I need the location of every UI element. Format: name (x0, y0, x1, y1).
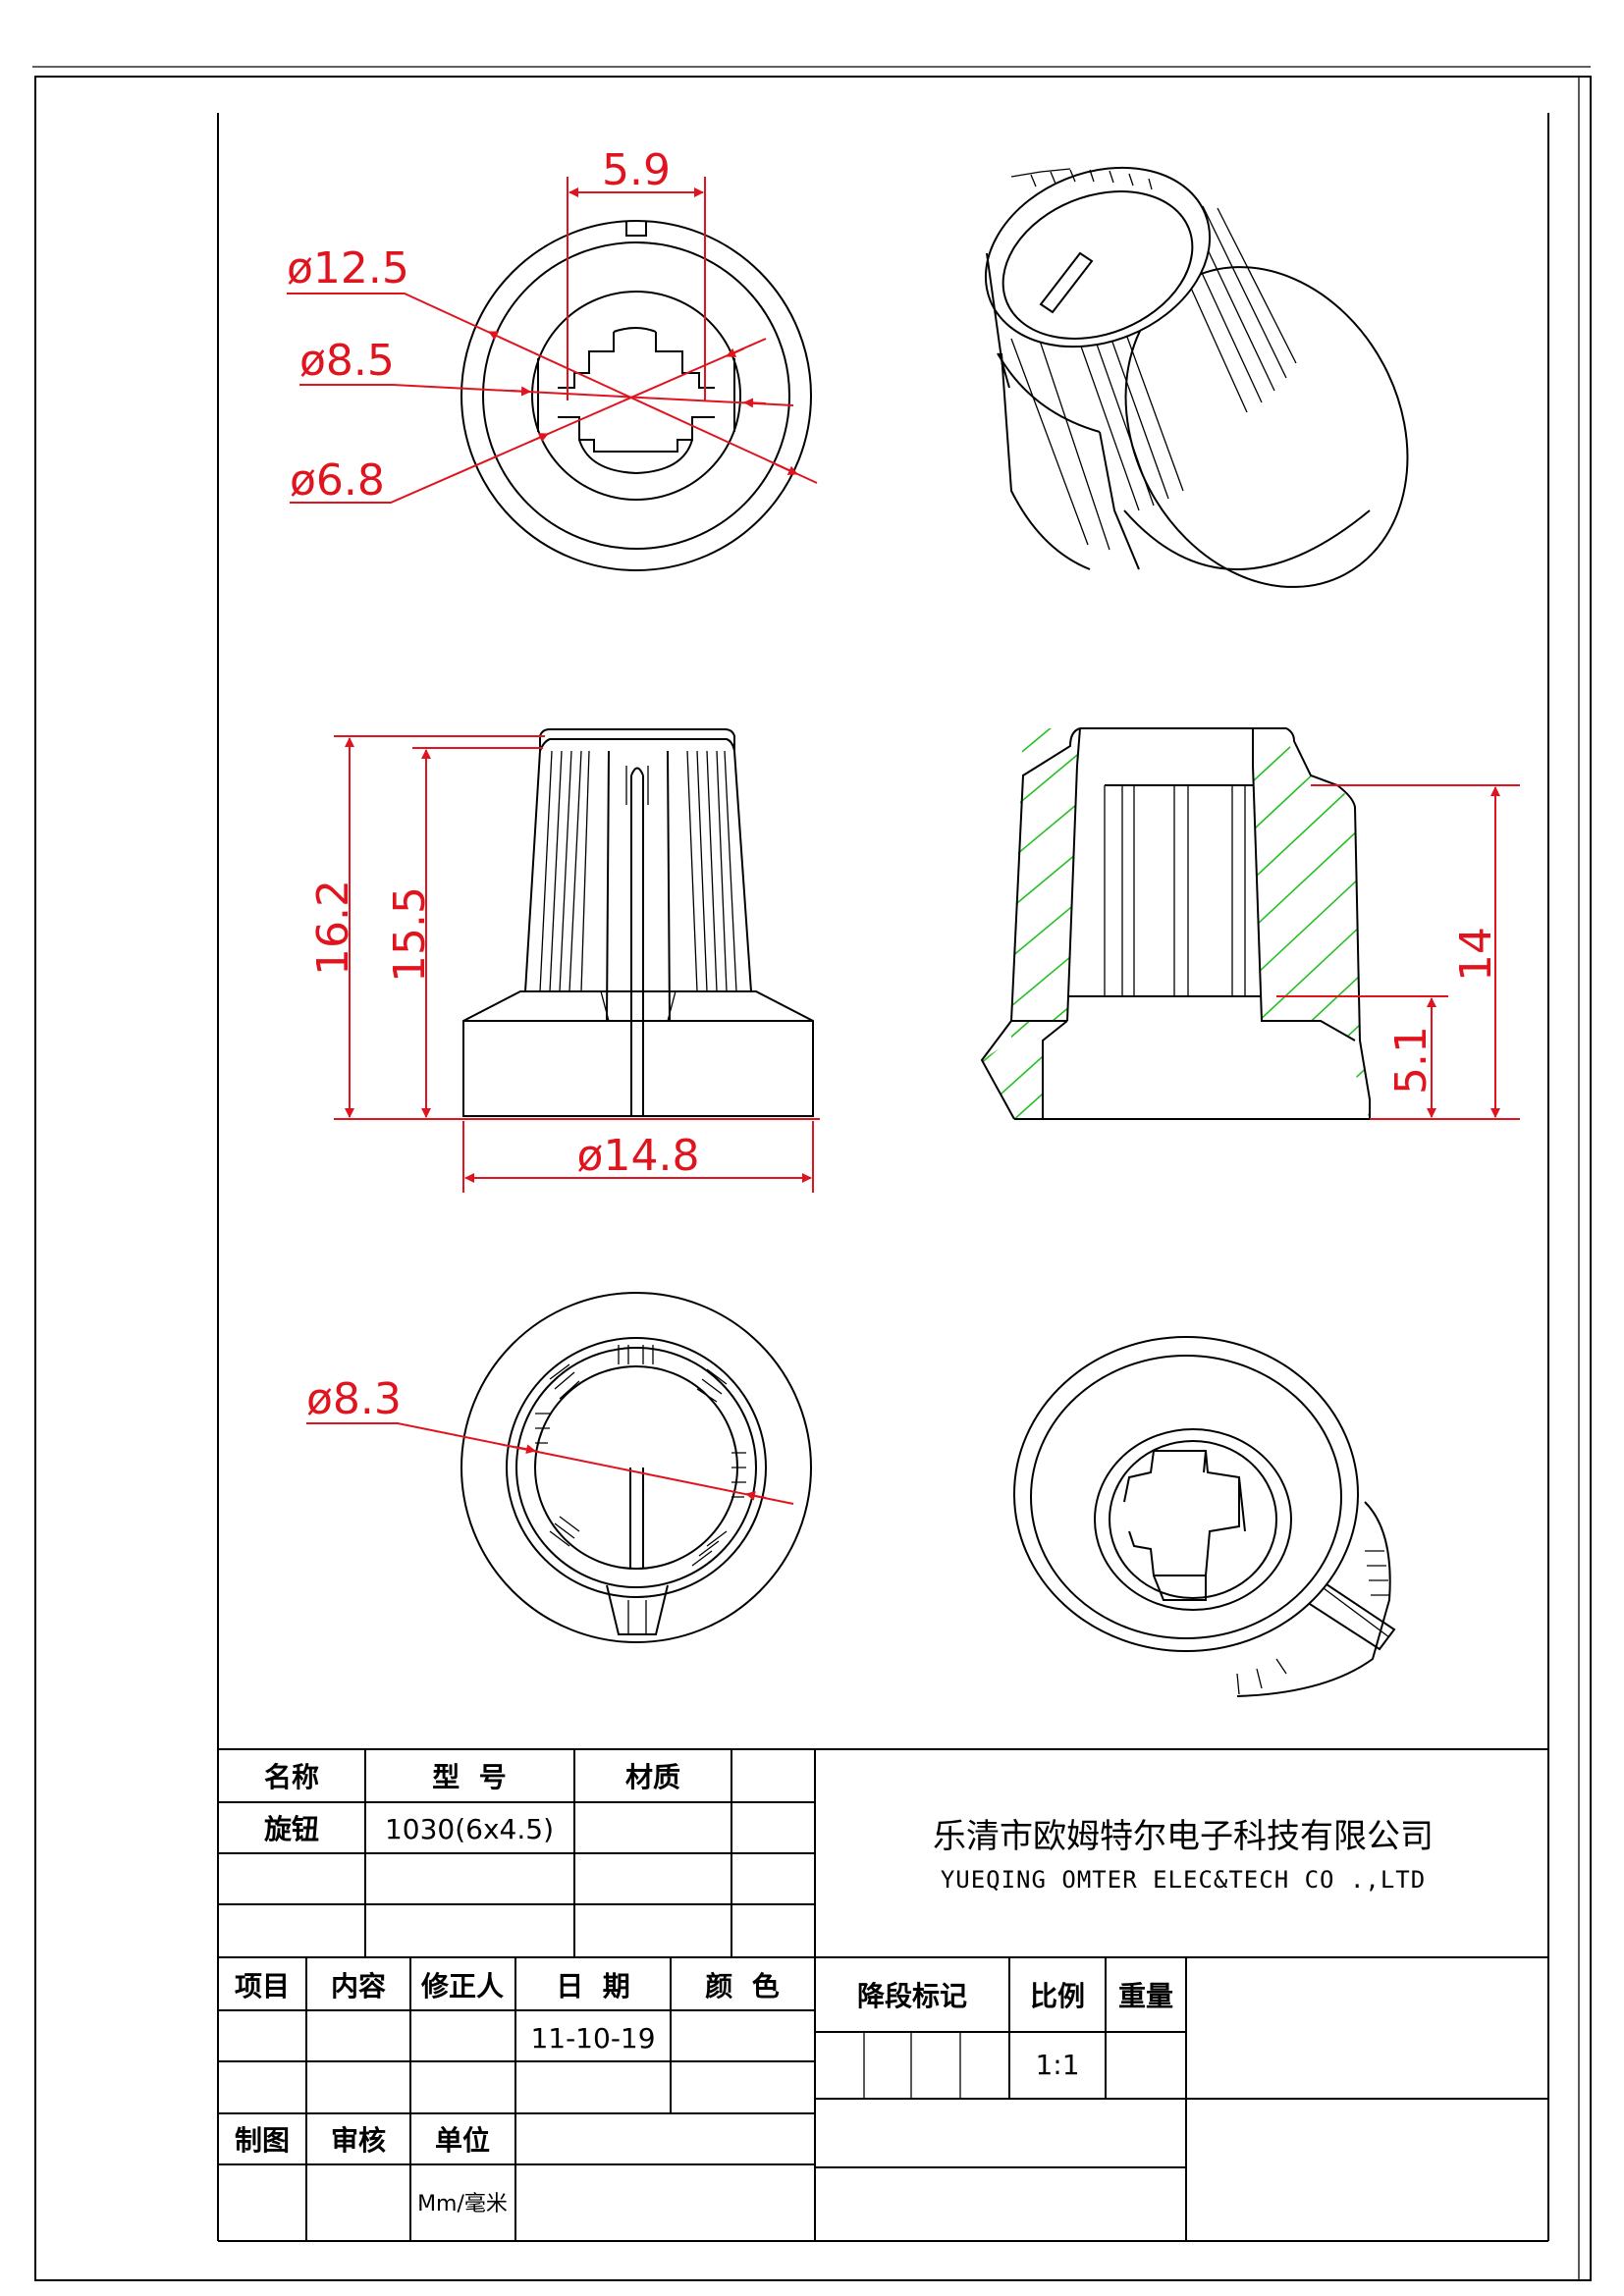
company-name-en: YUEQING OMTER ELEC&TECH CO .,LTD (941, 1866, 1426, 1894)
dim-total-height: 16.2 (308, 880, 358, 976)
sheet-border (32, 66, 1592, 2281)
header-weight: 重量 (1118, 1980, 1173, 2012)
top-view-dimensions: 5.9 ø12.5 ø8.5 ø6.8 (287, 145, 818, 506)
dim-body-height: 15.5 (385, 886, 435, 983)
iso-view-top (984, 166, 1409, 588)
top-view (460, 220, 812, 571)
dim-skirt-height: 5.1 (1386, 1026, 1436, 1095)
header-stage-mark: 降段标记 (857, 1980, 967, 2012)
dim-outer-diameter: ø12.5 (287, 243, 409, 294)
dim-slot-width: 5.9 (602, 145, 671, 195)
dim-section-height: 14 (1451, 927, 1501, 982)
title-block-text: 名称 型 号 材质 旋钮 1030(6x4.5) 乐清市欧姆特尔电子科技有限公司… (235, 1761, 1434, 2216)
header-unit: 单位 (435, 2124, 490, 2157)
front-view-dimensions: 16.2 15.5 ø14.8 (308, 735, 820, 1193)
value-model: 1030(6x4.5) (385, 1813, 554, 1845)
header-model: 型 号 (432, 1761, 507, 1793)
section-view-dimensions: 14 5.1 (1276, 784, 1520, 1120)
header-scale: 比例 (1030, 1980, 1085, 2012)
header-content: 内容 (331, 1970, 386, 2002)
front-view (462, 728, 814, 1117)
dim-mid-diameter: ø8.5 (299, 336, 395, 386)
header-drawn: 制图 (235, 2124, 290, 2157)
header-material: 材质 (625, 1761, 680, 1793)
header-name: 名称 (264, 1761, 319, 1793)
value-scale: 1:1 (1035, 2049, 1079, 2081)
header-item: 项目 (235, 1970, 290, 2002)
value-name: 旋钮 (264, 1813, 319, 1845)
header-check: 审核 (331, 2124, 386, 2157)
section-view (980, 727, 1371, 1120)
company-name-cn: 乐清市欧姆特尔电子科技有限公司 (933, 1817, 1434, 1856)
dim-base-diameter: ø14.8 (577, 1131, 700, 1181)
value-unit: Mm/毫米 (417, 2192, 508, 2216)
header-color: 颜 色 (705, 1970, 780, 2002)
dim-bore-diameter: ø8.3 (306, 1374, 402, 1424)
bottom-view-dimensions: ø8.3 (306, 1374, 794, 1505)
bottom-view (460, 1292, 812, 1643)
dim-inner-diameter: ø6.8 (290, 455, 385, 506)
value-date: 11-10-19 (530, 2022, 655, 2055)
header-reviser: 修正人 (420, 1970, 504, 2002)
iso-view-bottom (1013, 1336, 1396, 1697)
title-block (217, 1748, 1549, 2242)
header-date: 日 期 (556, 1970, 630, 2002)
